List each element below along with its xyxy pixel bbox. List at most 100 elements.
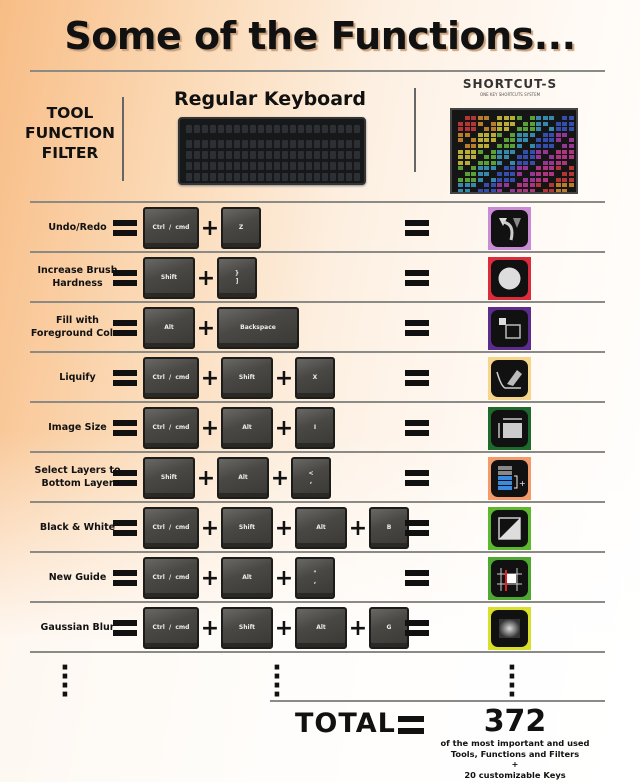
- keyboard-key: Shift: [221, 357, 273, 399]
- key-shape: [234, 173, 240, 181]
- key-shape: [555, 155, 561, 160]
- key-shape: [497, 144, 502, 148]
- key-shape: [523, 138, 528, 143]
- key-shape: [458, 155, 463, 160]
- total-description: of the most important and used Tools, Fu…: [420, 738, 610, 780]
- plus-sign: +: [196, 465, 216, 491]
- key-shape: [562, 127, 567, 132]
- divider: [30, 201, 605, 203]
- key-shape: [542, 116, 548, 120]
- key-shape: [484, 116, 489, 120]
- key-shape: [536, 149, 541, 154]
- key-shape: [484, 138, 489, 143]
- key-shape: [477, 149, 483, 154]
- key-shape: [322, 162, 328, 170]
- key-shape: [562, 121, 567, 126]
- keyboard-key: Alt: [217, 457, 269, 499]
- key-shape: [477, 121, 483, 126]
- key-shape: [338, 173, 344, 181]
- key-shape: [298, 173, 304, 181]
- key-shape: [549, 155, 554, 160]
- shortcut-s-tagline: ONE KEY SHORTCUTS SYSTEM: [479, 92, 541, 97]
- key-shape: [477, 138, 483, 143]
- plus-sign: +: [200, 565, 220, 591]
- key-shape: [338, 125, 344, 133]
- keyboard-key: Z: [221, 207, 261, 249]
- key-shape: [503, 166, 509, 171]
- equals-sign: [405, 520, 429, 536]
- key-shape: [354, 151, 360, 159]
- plus-sign: +: [348, 615, 368, 641]
- key-shape: [497, 149, 502, 154]
- key-shape: [477, 144, 483, 148]
- key-shape: [306, 140, 312, 148]
- key-shape: [234, 151, 240, 159]
- key-shape: [510, 138, 515, 143]
- key-shape: [529, 132, 535, 137]
- key-shape: [562, 177, 567, 182]
- key-shape: [266, 125, 272, 133]
- key-shape: [503, 172, 509, 176]
- key-shape: [477, 177, 483, 182]
- key-shape: [542, 138, 548, 143]
- equals-sign: [405, 370, 429, 386]
- key-shape: [562, 188, 567, 192]
- divider: [30, 501, 605, 503]
- keyboard-key: Ctrl / cmd: [143, 357, 199, 399]
- key-shape: [250, 173, 256, 181]
- new-guide-icon: [488, 557, 531, 600]
- key-shape: [458, 138, 463, 143]
- liquify-icon: [488, 357, 531, 400]
- key-combination: Alt+Backspace: [143, 306, 299, 350]
- key-shape: [484, 166, 489, 171]
- key-combination: Ctrl / cmd+Shift+Alt+B: [143, 506, 409, 550]
- key-shape: [536, 155, 541, 160]
- key-shape: [510, 144, 515, 148]
- equals-sign: [405, 220, 429, 236]
- key-shape: [497, 116, 502, 120]
- keyboard-key: X: [295, 357, 335, 399]
- key-shape: [346, 162, 352, 170]
- key-shape: [330, 125, 336, 133]
- key-shape: [346, 125, 352, 133]
- desc-line: Tools, Functions and Filters: [450, 748, 580, 759]
- key-shape: [542, 149, 548, 154]
- key-shape: [226, 173, 232, 181]
- key-shape: [562, 183, 567, 188]
- key-shape: [274, 162, 280, 170]
- key-shape: [306, 173, 312, 181]
- key-shape: [484, 132, 489, 137]
- plus-sign: +: [270, 465, 290, 491]
- plus-sign: +: [196, 315, 216, 341]
- divider: [30, 70, 605, 72]
- key-shape: [464, 177, 470, 182]
- key-shape: [536, 172, 541, 176]
- key-shape: [536, 127, 541, 132]
- key-shape: [484, 127, 489, 132]
- key-shape: [510, 132, 515, 137]
- key-shape: [568, 172, 574, 176]
- key-shape: [562, 160, 567, 165]
- key-shape: [234, 162, 240, 170]
- keyboard-key: Backspace: [217, 307, 299, 349]
- key-shape: [490, 188, 496, 192]
- equals-sign: [113, 370, 137, 386]
- key-shape: [186, 173, 192, 181]
- keyboard-key: G: [369, 607, 409, 649]
- key-shape: [503, 183, 509, 188]
- key-shape: [523, 121, 528, 126]
- svg-text:+: +: [519, 479, 526, 488]
- key-shape: [464, 149, 470, 154]
- key-shape: [497, 160, 502, 165]
- key-shape: [484, 144, 489, 148]
- key-shape: [536, 121, 541, 126]
- black-white-icon: [488, 507, 531, 550]
- key-shape: [266, 173, 272, 181]
- key-shape: [549, 132, 554, 137]
- key-shape: [549, 144, 554, 148]
- key-shape: [258, 173, 264, 181]
- gaussian-blur-icon: [488, 607, 531, 650]
